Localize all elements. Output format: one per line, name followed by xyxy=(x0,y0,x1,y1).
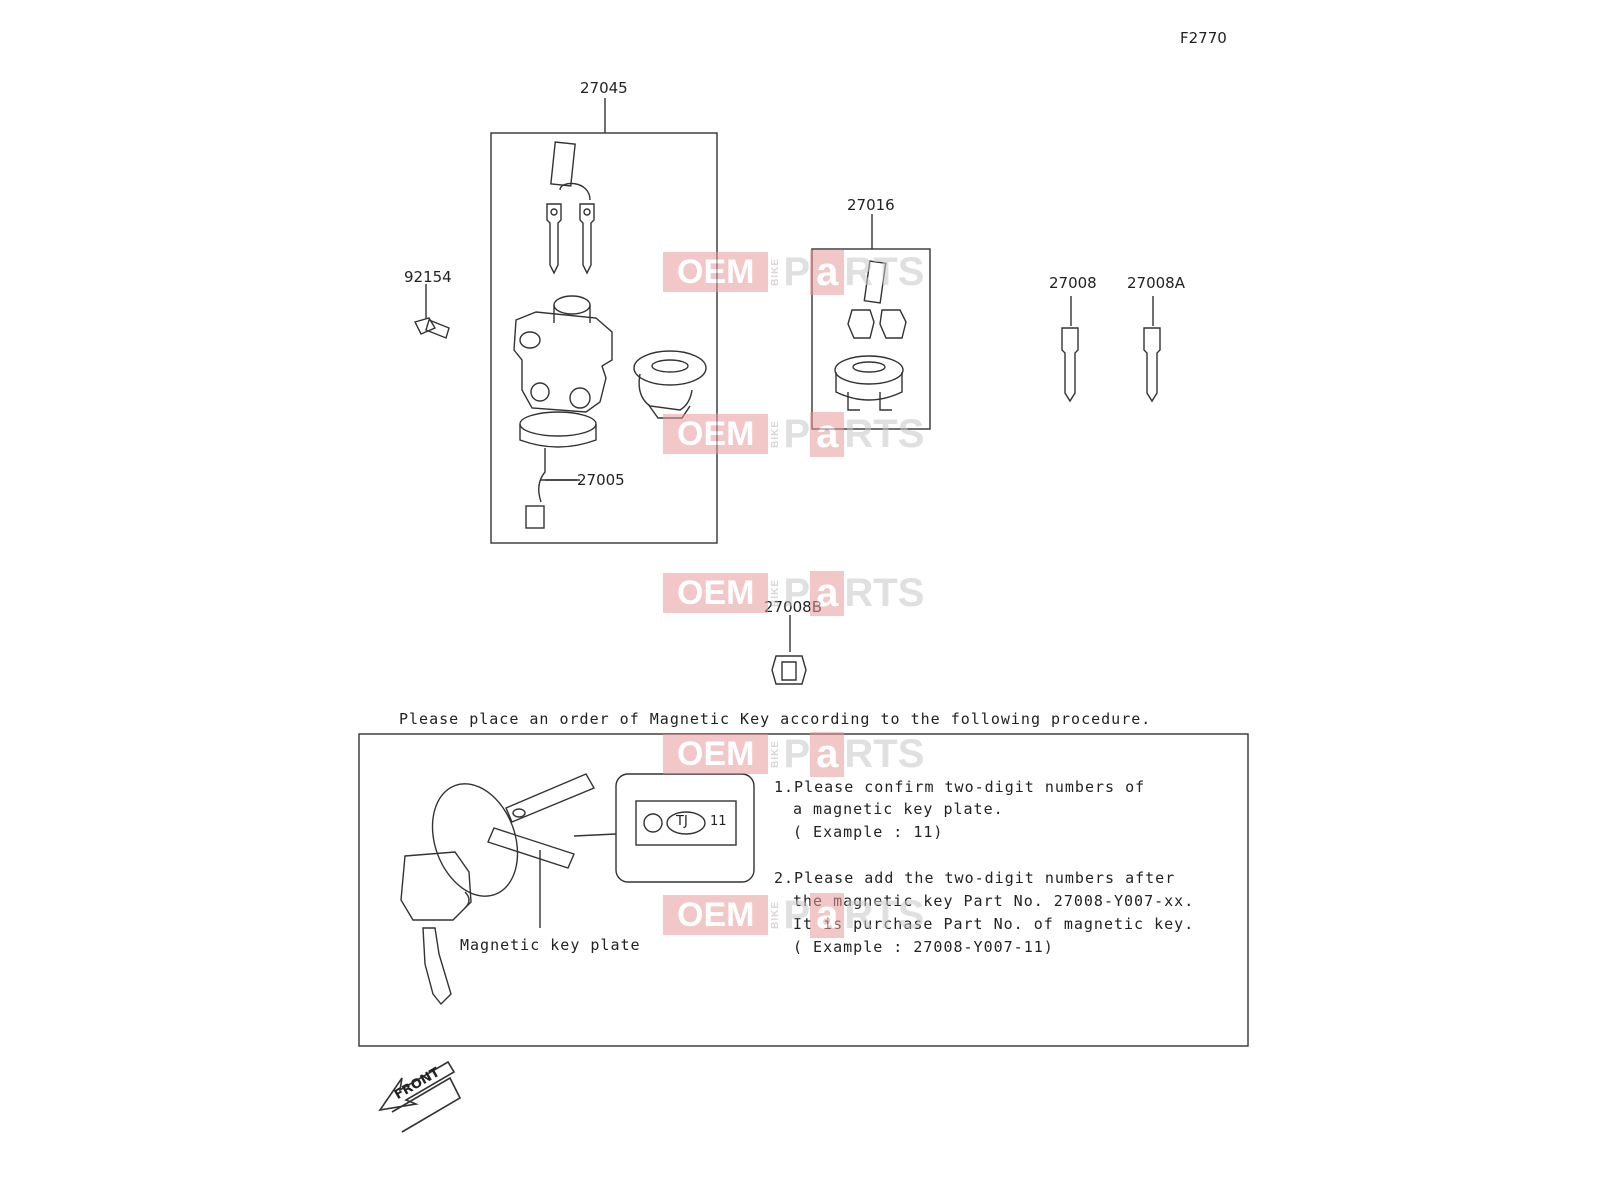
ignition-switch-27005 xyxy=(513,295,613,529)
front-arrow-icon xyxy=(378,1060,462,1133)
instructions-heading: Please place an order of Magnetic Key ac… xyxy=(399,710,1152,728)
part-label-27005[interactable]: 27005 xyxy=(577,471,625,489)
instruction-frame xyxy=(358,733,1249,1047)
plate-callout xyxy=(615,773,755,883)
key-pair-27045 xyxy=(546,141,595,275)
step1-line1: 1.Please confirm two-digit numbers of xyxy=(774,778,1146,796)
key-27008A xyxy=(1143,296,1161,403)
plate-closeup xyxy=(635,800,737,846)
connector-27008B xyxy=(771,615,807,685)
fuel-cap-lock xyxy=(633,350,707,419)
part-label-27045[interactable]: 27045 xyxy=(580,79,628,97)
part-label-27008[interactable]: 27008 xyxy=(1049,274,1097,292)
plate-code-letters: TJ xyxy=(676,814,688,829)
part-label-92154[interactable]: 92154 xyxy=(404,268,452,286)
part-label-27008B[interactable]: 27008B xyxy=(764,598,823,616)
magnetic-key-illustration xyxy=(400,773,617,1006)
key-27008 xyxy=(1061,296,1079,403)
step1-line2: a magnetic key plate. xyxy=(793,800,1004,818)
step1-line3: ( Example : 11) xyxy=(793,823,944,841)
step2-line1: 2.Please add the two-digit numbers after xyxy=(774,869,1176,887)
plate-code-number: 11 xyxy=(710,814,727,829)
assembly-box-27016 xyxy=(811,248,931,430)
figure-code: F2770 xyxy=(1180,29,1227,47)
step2-line4: ( Example : 27008-Y007-11) xyxy=(793,938,1054,956)
part-label-27008A[interactable]: 27008A xyxy=(1127,274,1185,292)
plate-label: Magnetic key plate xyxy=(460,936,641,954)
step2-line2: the magnetic key Part No. 27008-Y007-xx. xyxy=(793,892,1195,910)
bolt-92154 xyxy=(413,284,450,339)
assembly-box-27045 xyxy=(490,132,718,544)
key-set-27016 xyxy=(834,260,907,411)
part-label-27016[interactable]: 27016 xyxy=(847,196,895,214)
step2-line3: It is purchase Part No. of magnetic key. xyxy=(793,915,1195,933)
